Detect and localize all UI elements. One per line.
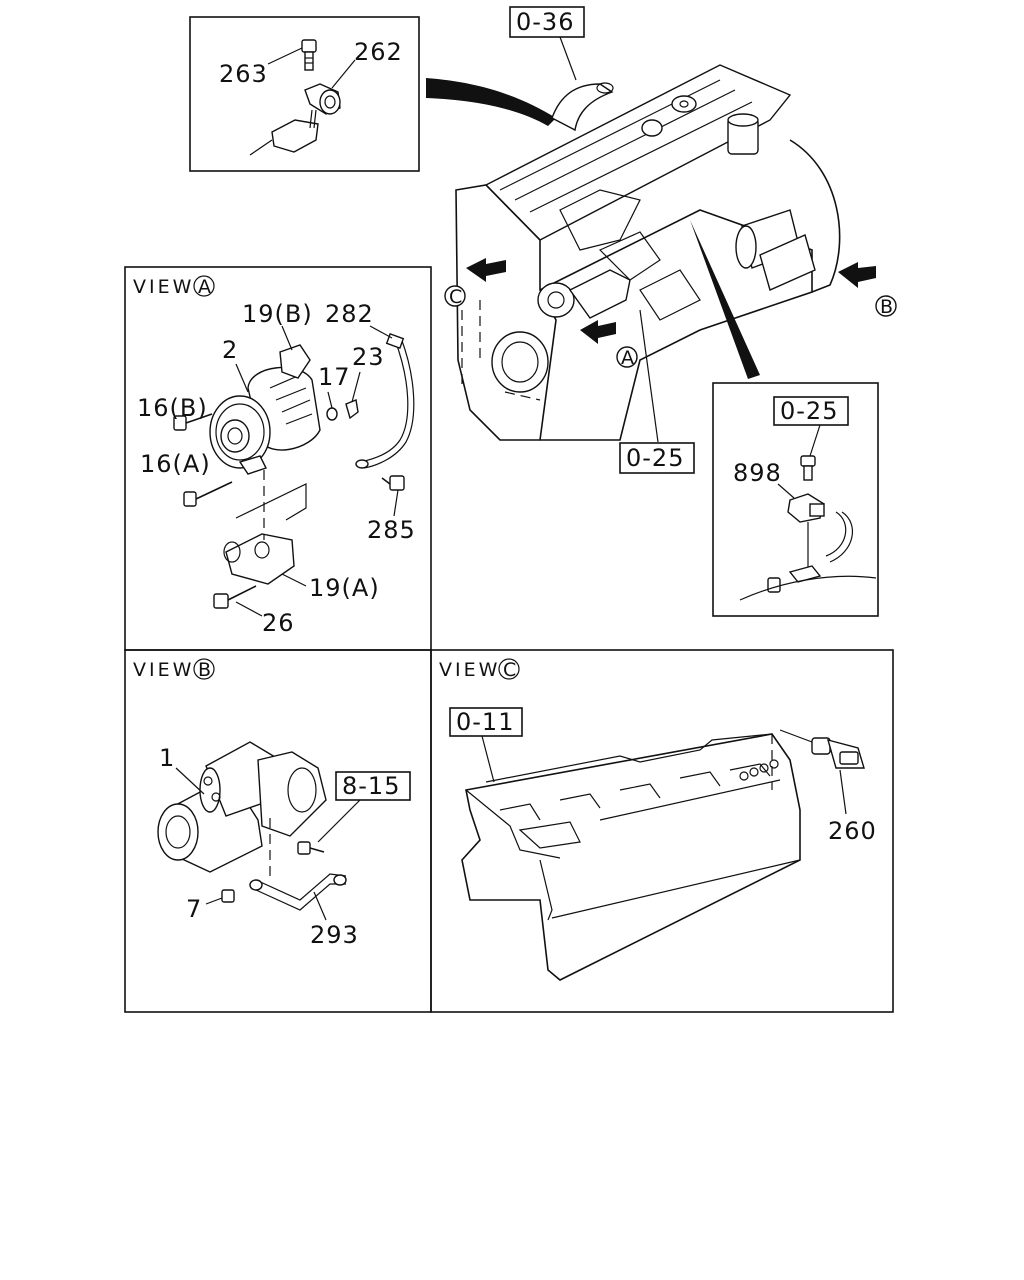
alternator-2 — [209, 344, 321, 475]
callout-898: 898 — [733, 459, 782, 487]
bolt-16b — [173, 413, 213, 431]
bolt-263 — [301, 39, 317, 71]
marker-a: A — [621, 347, 637, 369]
ref-box-0-11 — [449, 707, 523, 737]
view-a-mark: A — [198, 276, 214, 298]
ref-0-36: 0-36 — [509, 6, 585, 81]
bolt-16a — [183, 481, 233, 507]
bolt-8-15 — [297, 841, 325, 855]
sensor-frame — [712, 382, 879, 617]
ref-box-8-15 — [335, 771, 411, 801]
view-a-panel: VIEW A — [124, 266, 432, 651]
ref-box-0-36 — [509, 6, 585, 38]
alternator-body — [568, 269, 631, 319]
view-b-mark: B — [198, 659, 214, 681]
callout-23: 23 — [352, 343, 385, 371]
leader-arrow-sensor — [690, 220, 760, 379]
alternator-front — [537, 282, 575, 318]
sensor-898 — [739, 493, 877, 601]
view-c-frame — [430, 649, 894, 1013]
bolt-285 — [381, 475, 405, 491]
bracket-plate — [249, 109, 319, 156]
leader-arrow-detail — [426, 78, 556, 126]
washer-17 — [326, 407, 338, 421]
callout-285: 285 — [367, 516, 416, 544]
marker-c: C — [449, 286, 465, 308]
marker-c-circle — [444, 285, 466, 307]
callout-0-25-sensor: 0-25 — [780, 397, 838, 425]
engine-block-left — [455, 184, 557, 441]
nut-7 — [221, 889, 235, 903]
callout-17: 17 — [318, 363, 351, 391]
view-c-mark: C — [503, 659, 519, 681]
callout-19a: 19(A) — [309, 574, 380, 602]
callout-16b: 16(B) — [137, 394, 208, 422]
intake-pipe — [551, 83, 614, 132]
marker-b-circle — [875, 295, 897, 317]
view-b-panel: VIEW B 8-15 1 — [124, 649, 432, 1013]
callout-1: 1 — [159, 744, 175, 772]
marker-a-circle — [616, 346, 638, 368]
callout-19b: 19(B) — [242, 300, 313, 328]
callout-8-15: 8-15 — [342, 772, 400, 800]
ref-box-0-25-sensor — [773, 396, 849, 426]
callout-2: 2 — [222, 336, 238, 364]
callout-0-36: 0-36 — [516, 8, 574, 36]
callout-262: 262 — [354, 38, 403, 66]
callout-0-11: 0-11 — [456, 708, 514, 736]
detail-panel-bracket: 263 262 — [189, 16, 420, 172]
callout-26: 26 — [262, 609, 295, 637]
detail-frame — [189, 16, 420, 172]
flywheel-housing — [789, 139, 841, 293]
callout-293: 293 — [310, 921, 359, 949]
view-c-title: VIEW — [439, 659, 500, 681]
callout-16a: 16(A) — [140, 450, 211, 478]
bolt-26 — [213, 585, 257, 609]
cylinder-block — [461, 733, 801, 981]
ref-box-0-25-main — [619, 442, 695, 474]
sensor-260 — [779, 729, 865, 769]
callout-282: 282 — [325, 300, 374, 328]
callout-7: 7 — [186, 895, 202, 923]
marker-b: B — [880, 296, 896, 318]
view-a-title: VIEW — [133, 276, 194, 298]
view-c-panel: VIEW C 0-11 260 — [430, 649, 894, 1013]
crank-pulley — [491, 331, 549, 393]
cable-293 — [249, 818, 347, 911]
arrow-a — [580, 320, 616, 344]
clamp-262 — [304, 83, 341, 115]
head-details — [559, 95, 759, 321]
bracket-19a — [223, 470, 307, 585]
harness-282 — [359, 339, 409, 463]
arrow-b — [838, 262, 876, 288]
detail-panel-sensor: 0-25 898 — [712, 382, 879, 617]
nut-23 — [345, 399, 359, 420]
callout-260: 260 — [828, 817, 877, 845]
view-b-title: VIEW — [133, 659, 194, 681]
engine-assembly: C A B 0-25 — [444, 64, 897, 474]
arrow-c — [466, 258, 506, 282]
bracket-19b — [279, 344, 311, 379]
callout-263: 263 — [219, 60, 268, 88]
bolt-sensor — [800, 455, 816, 481]
callout-0-25-main: 0-25 — [626, 444, 684, 472]
starter-motor — [735, 209, 816, 291]
